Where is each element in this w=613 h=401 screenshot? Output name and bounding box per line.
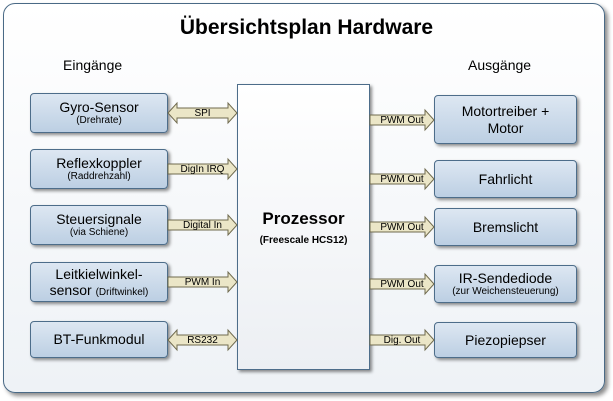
- input-name: Steuersignale: [56, 211, 142, 228]
- output-box-fahrlicht: Fahrlicht: [434, 160, 577, 198]
- arrow-pwm-in: PWM In: [167, 270, 238, 294]
- output-box-piezopiepser: Piezopiepser: [434, 322, 577, 358]
- arrow-label: PWM Out: [380, 173, 424, 185]
- output-box-ir-sendediode: IR-Sendediode (zur Weichensteuerung): [434, 265, 577, 303]
- output-box-bremslicht: Bremslicht: [434, 208, 577, 246]
- output-detail: (zur Weichensteuerung): [452, 286, 559, 298]
- arrow-label: SPI: [194, 107, 211, 119]
- arrow-label: PWM Out: [380, 278, 424, 290]
- output-name: IR-Sendediode: [458, 270, 553, 287]
- arrow-label: RS232: [187, 334, 218, 346]
- arrow-pwm-out-bremslicht: PWM Out: [369, 215, 435, 239]
- arrow-label: DigIn IRQ: [180, 163, 225, 175]
- arrow-label: PWM Out: [380, 221, 424, 233]
- inputs-header: Eingänge: [63, 57, 123, 73]
- arrow-label: Dig. Out: [383, 334, 421, 346]
- arrow-spi: SPI: [167, 101, 238, 125]
- arrow-pwm-out-fahrlicht: PWM Out: [369, 167, 435, 191]
- input-box-reflexkoppler: Reflexkoppler (Raddrehzahl): [30, 149, 168, 189]
- processor-name: Prozessor: [262, 208, 345, 228]
- output-name-line2: Motor: [487, 119, 524, 136]
- output-name: Bremslicht: [472, 218, 539, 235]
- input-detail: (Drehrate): [76, 115, 122, 127]
- processor-box: Prozessor (Freescale HCS12): [237, 84, 370, 370]
- output-name: Piezopiepser: [465, 331, 546, 348]
- input-box-leitkielwinkelsensor: Leitkielwinkel- sensor (Driftwinkel): [30, 262, 168, 302]
- arrow-digin-irq: DigIn IRQ: [167, 157, 238, 181]
- input-box-steuersignale: Steuersignale (via Schiene): [30, 205, 168, 245]
- input-name: Gyro-Sensor: [59, 99, 139, 116]
- input-name-line2: sensor (Driftwinkel): [49, 281, 149, 298]
- arrow-pwm-out-ir: PWM Out: [369, 272, 435, 296]
- diagram-title: Übersichtsplan Hardware: [179, 16, 434, 39]
- processor-detail: (Freescale HCS12): [259, 234, 348, 246]
- input-box-bt-funkmodul: BT-Funkmodul: [30, 321, 168, 358]
- input-detail: (via Schiene): [69, 227, 129, 239]
- output-name: Fahrlicht: [478, 170, 533, 187]
- arrow-label: PWM In: [184, 276, 221, 288]
- input-detail: (Raddrehzahl): [67, 171, 131, 183]
- arrow-pwm-out-motor: PWM Out: [369, 108, 435, 132]
- input-name: BT-Funkmodul: [53, 331, 145, 348]
- input-name: Reflexkoppler: [56, 155, 142, 172]
- input-name: Leitkielwinkel-: [55, 265, 143, 282]
- arrow-label: Digital In: [183, 219, 222, 231]
- arrow-digital-in: Digital In: [167, 213, 238, 237]
- arrow-label: PWM Out: [380, 114, 424, 126]
- output-name: Motortreiber +: [461, 103, 550, 120]
- outputs-header: Ausgänge: [468, 57, 532, 73]
- arrow-dig-out: Dig. Out: [369, 328, 435, 352]
- arrow-rs232: RS232: [167, 328, 238, 352]
- input-box-gyro-sensor: Gyro-Sensor (Drehrate): [30, 93, 168, 133]
- output-box-motortreiber: Motortreiber + Motor: [434, 95, 577, 144]
